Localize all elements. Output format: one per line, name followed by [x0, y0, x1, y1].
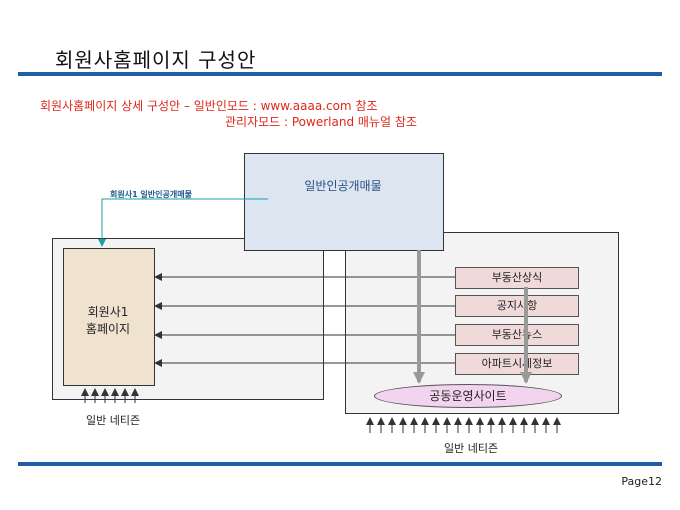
citizens-left-label: 일반 네티즌 [86, 414, 141, 427]
citizens-right-arrows [366, 417, 561, 433]
page-title: 회원사홈페이지 구성안 [55, 48, 257, 72]
title-rule [18, 72, 662, 76]
member-homepage-line-1: 회원사1 [87, 305, 129, 319]
footer-rule [18, 462, 662, 466]
menu-apartment-prices: 아파트시세정보 [455, 353, 579, 375]
menu-real-estate-news: 부동산뉴스 [455, 324, 579, 346]
callout-label: 회원사1 일반인공개매물 [110, 190, 192, 199]
member-homepage-label: 회원사1 홈페이지 [63, 304, 153, 338]
page-number: Page12 [621, 475, 662, 488]
subtitle-line-1: 회원사홈페이지 상세 구성안 – 일반인모드 : www.aaaa.com 참조 [40, 99, 378, 113]
callout-arrow [98, 198, 268, 247]
member-homepage-line-2: 홈페이지 [85, 322, 131, 336]
member-homepage-box [63, 248, 155, 386]
menu-real-estate-tips: 부동산상식 [455, 267, 579, 289]
shared-site-oval: 공동운영사이트 [374, 384, 562, 408]
public-listing-box [244, 153, 444, 251]
citizens-right-label: 일반 네티즌 [444, 442, 499, 455]
citizens-left-arrows [81, 388, 139, 403]
public-listing-label: 일반인공개매물 [304, 179, 382, 193]
subtitle-line-2: 관리자모드 : Powerland 매뉴얼 참조 [225, 115, 417, 129]
